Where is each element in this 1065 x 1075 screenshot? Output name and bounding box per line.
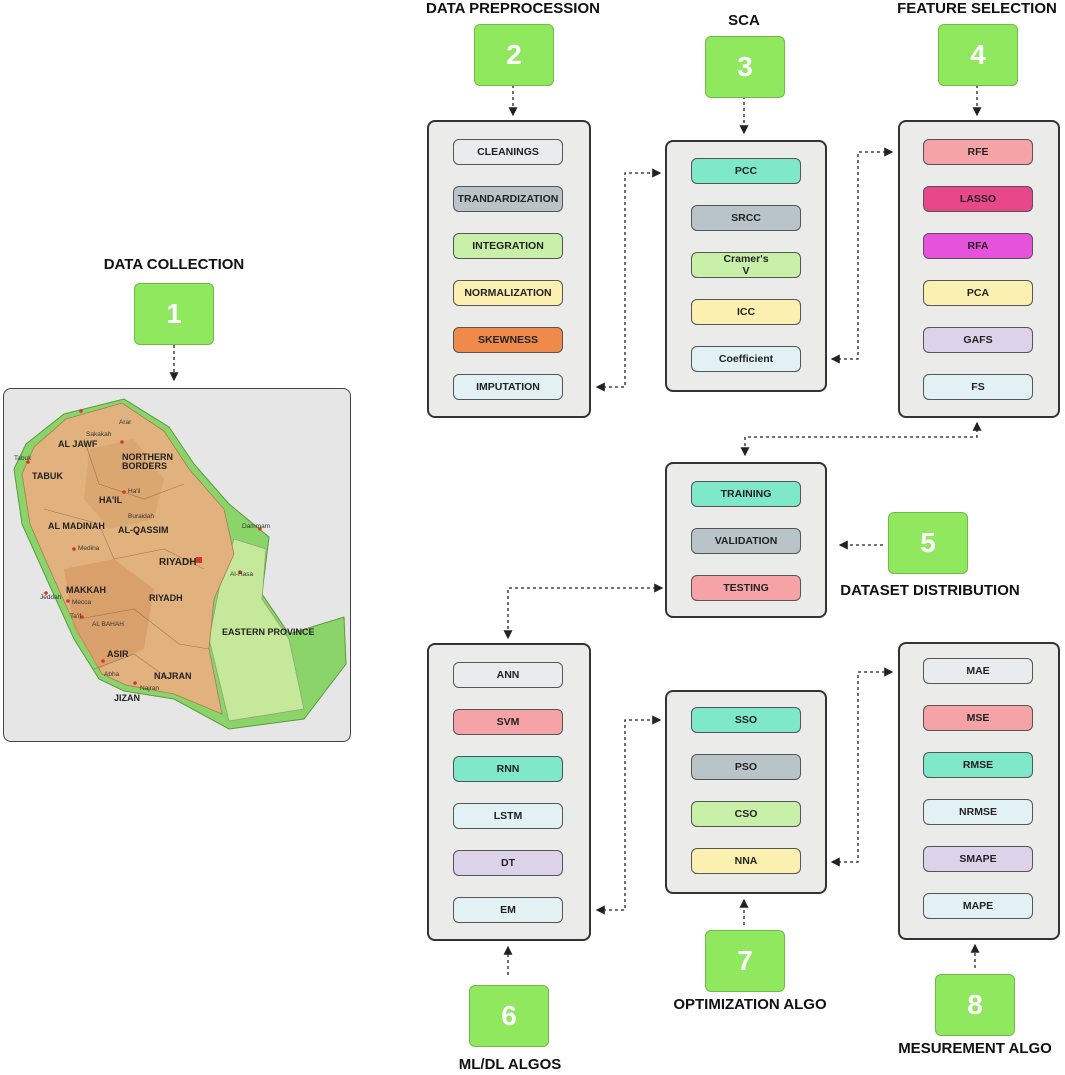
item-rfa: RFA [923,233,1033,259]
map-label-buraidah: Buraidah [128,513,155,520]
map-label-hail-city: Ha'il [128,488,141,495]
item-testing: TESTING [691,575,801,601]
map-label-tabuk: TABUK [32,471,63,481]
item-gafs: GAFS [923,327,1033,353]
step-5-badge: 5 [888,512,968,574]
item-cso: CSO [691,801,801,827]
map-label-al-qassim: AL-QASSIM [118,525,169,535]
map-label-mecca: Mecca [72,599,92,606]
map-label-jeddah: Jeddah [40,594,62,601]
step-3-badge: 3 [705,36,785,98]
item-rmse: RMSE [923,752,1033,778]
ml-dl-algos-title: ML/DL ALGOS [458,1056,562,1073]
item-svm: SVM [453,709,563,735]
step-2-badge: 2 [474,24,554,86]
item-normalization: NORMALIZATION [453,280,563,306]
item-sso: SSO [691,707,801,733]
measurement-panel [898,642,1060,940]
map-label-al-bahah: AL BAHAH [92,621,124,628]
map-label-eastern-province: EASTERN PROVINCE [222,627,315,637]
map-graphic [13,398,347,730]
map-label-riyadh-city: RIYADH [159,557,197,568]
map-label-al-hasa: Al-Hasa [230,571,254,578]
item-rnn: RNN [453,756,563,782]
item-icc: ICC [691,299,801,325]
item-pcc: PCC [691,158,801,184]
ml-algos-panel [427,643,591,941]
map-label-abha: Abha [104,671,120,678]
item-validation: VALIDATION [691,528,801,554]
item-rfe: RFE [923,139,1033,165]
mesurement-algo-title: MESUREMENT ALGO [898,1040,1052,1057]
sca-title: SCA [728,12,760,29]
item-trandardization: TRANDARDIZATION [453,186,563,212]
map-label-arar: Arar [119,419,132,426]
map-label-tabuk-city: Tabuk [14,455,32,462]
item-pca: PCA [923,280,1033,306]
item-smape: SMAPE [923,846,1033,872]
item-cleanings: CLEANINGS [453,139,563,165]
step-6-badge: 6 [469,985,549,1047]
data-collection-title: DATA COLLECTION [103,256,245,273]
item-lasso: LASSO [923,186,1033,212]
map-label-northern-borders: NORTHERN BORDERS [122,452,173,471]
item-mape: MAPE [923,893,1033,919]
map-label-al-madinah: AL MADINAH [48,521,105,531]
map-label-medina: Medina [78,545,100,552]
map-label-asir: ASIR [107,649,129,659]
map-label-sakakah: Sakakah [86,431,112,438]
data-preprocession-title: DATA PREPROCESSION [426,0,600,17]
item-nrmse: NRMSE [923,799,1033,825]
optimization-algo-title: OPTIMIZATION ALGO [673,996,827,1013]
step-1-badge: 1 [134,283,214,345]
item-lstm: LSTM [453,803,563,829]
feature-selection-panel [898,120,1060,418]
item-pso: PSO [691,754,801,780]
feature-selection-title: FEATURE SELECTION [897,0,1057,17]
item-nna: NNA [691,848,801,874]
item-training: TRAINING [691,481,801,507]
saudi-arabia-map: AL JAWF NORTHERN BORDERS TABUK HA'IL AL-… [3,388,351,742]
item-coefficient: Coefficient [691,346,801,372]
item-imputation: IMPUTATION [453,374,563,400]
map-label-jizan: JIZAN [114,693,141,703]
map-label-dammam: Dammam [242,523,271,530]
preprocessing-panel [427,120,591,418]
map-label-taif: Ta'if [70,613,82,620]
item-srcc: SRCC [691,205,801,231]
item-mae: MAE [923,658,1033,684]
item-mse: MSE [923,705,1033,731]
item-ann: ANN [453,662,563,688]
map-label-riyadh-region: RIYADH [149,593,183,603]
item-dt: DT [453,850,563,876]
item-cramers-v: Cramer's V [691,252,801,278]
map-label-al-jawf: AL JAWF [58,439,98,449]
item-em: EM [453,897,563,923]
item-skewness: SKEWNESS [453,327,563,353]
step-4-badge: 4 [938,24,1018,86]
map-label-najran-city: Najran [140,685,160,692]
dataset-distribution-title: DATASET DISTRIBUTION [840,582,1020,599]
item-integration: INTEGRATION [453,233,563,259]
step-8-badge: 8 [935,974,1015,1036]
map-label-makkah: MAKKAH [66,585,106,595]
map-label-hail: HA'IL [99,495,123,505]
map-label-najran: NAJRAN [154,671,192,681]
step-7-badge: 7 [705,930,785,992]
item-fs: FS [923,374,1033,400]
